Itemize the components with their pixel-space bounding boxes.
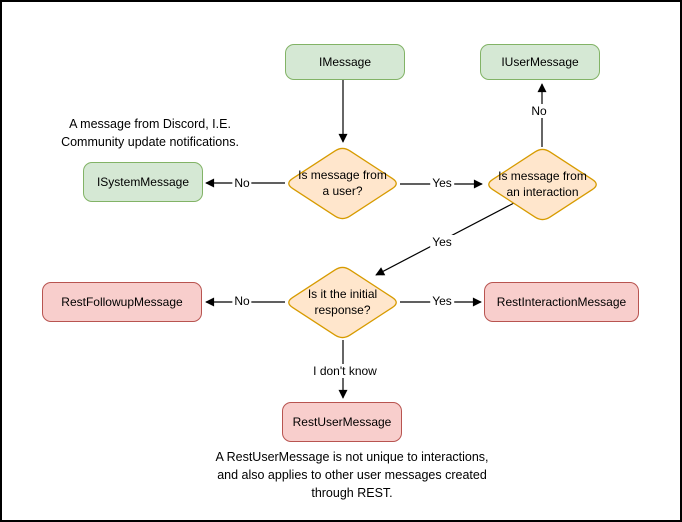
decision-diamond-is-initial-response	[288, 266, 397, 339]
decision-is-from-user-label: Is message from a user?	[298, 167, 387, 198]
edge-label-yes: Yes	[430, 176, 454, 190]
node-restfollowupmessage: RestFollowupMessage	[42, 282, 202, 322]
node-iusermessage: IUserMessage	[480, 44, 600, 80]
decision-diamond-is-from-user	[288, 147, 397, 220]
note-system-message: A message from Discord, I.E. Community u…	[61, 117, 239, 150]
decision-diamond-is-from-interaction	[488, 148, 597, 221]
edge-label-yes: Yes	[430, 235, 454, 249]
node-restusermessage: RestUserMessage	[282, 402, 402, 442]
decision-is-from-interaction-label: Is message from an interaction	[498, 168, 587, 199]
node-isystemmessage: ISystemMessage	[83, 162, 203, 202]
edge-label-no: No	[232, 294, 252, 308]
edge-label-no: No	[232, 176, 252, 190]
decision-is-initial-response-label: Is it the initial response?	[307, 286, 378, 317]
edge-label-i-dont-know: I don't know	[311, 364, 379, 378]
node-restinteractionmessage: RestInteractionMessage	[484, 282, 639, 322]
edge-label-no: No	[529, 104, 549, 118]
edge-label-yes: Yes	[430, 294, 454, 308]
note-rest-user-message: A RestUserMessage is not unique to inter…	[215, 450, 489, 501]
node-imessage: IMessage	[285, 44, 405, 80]
